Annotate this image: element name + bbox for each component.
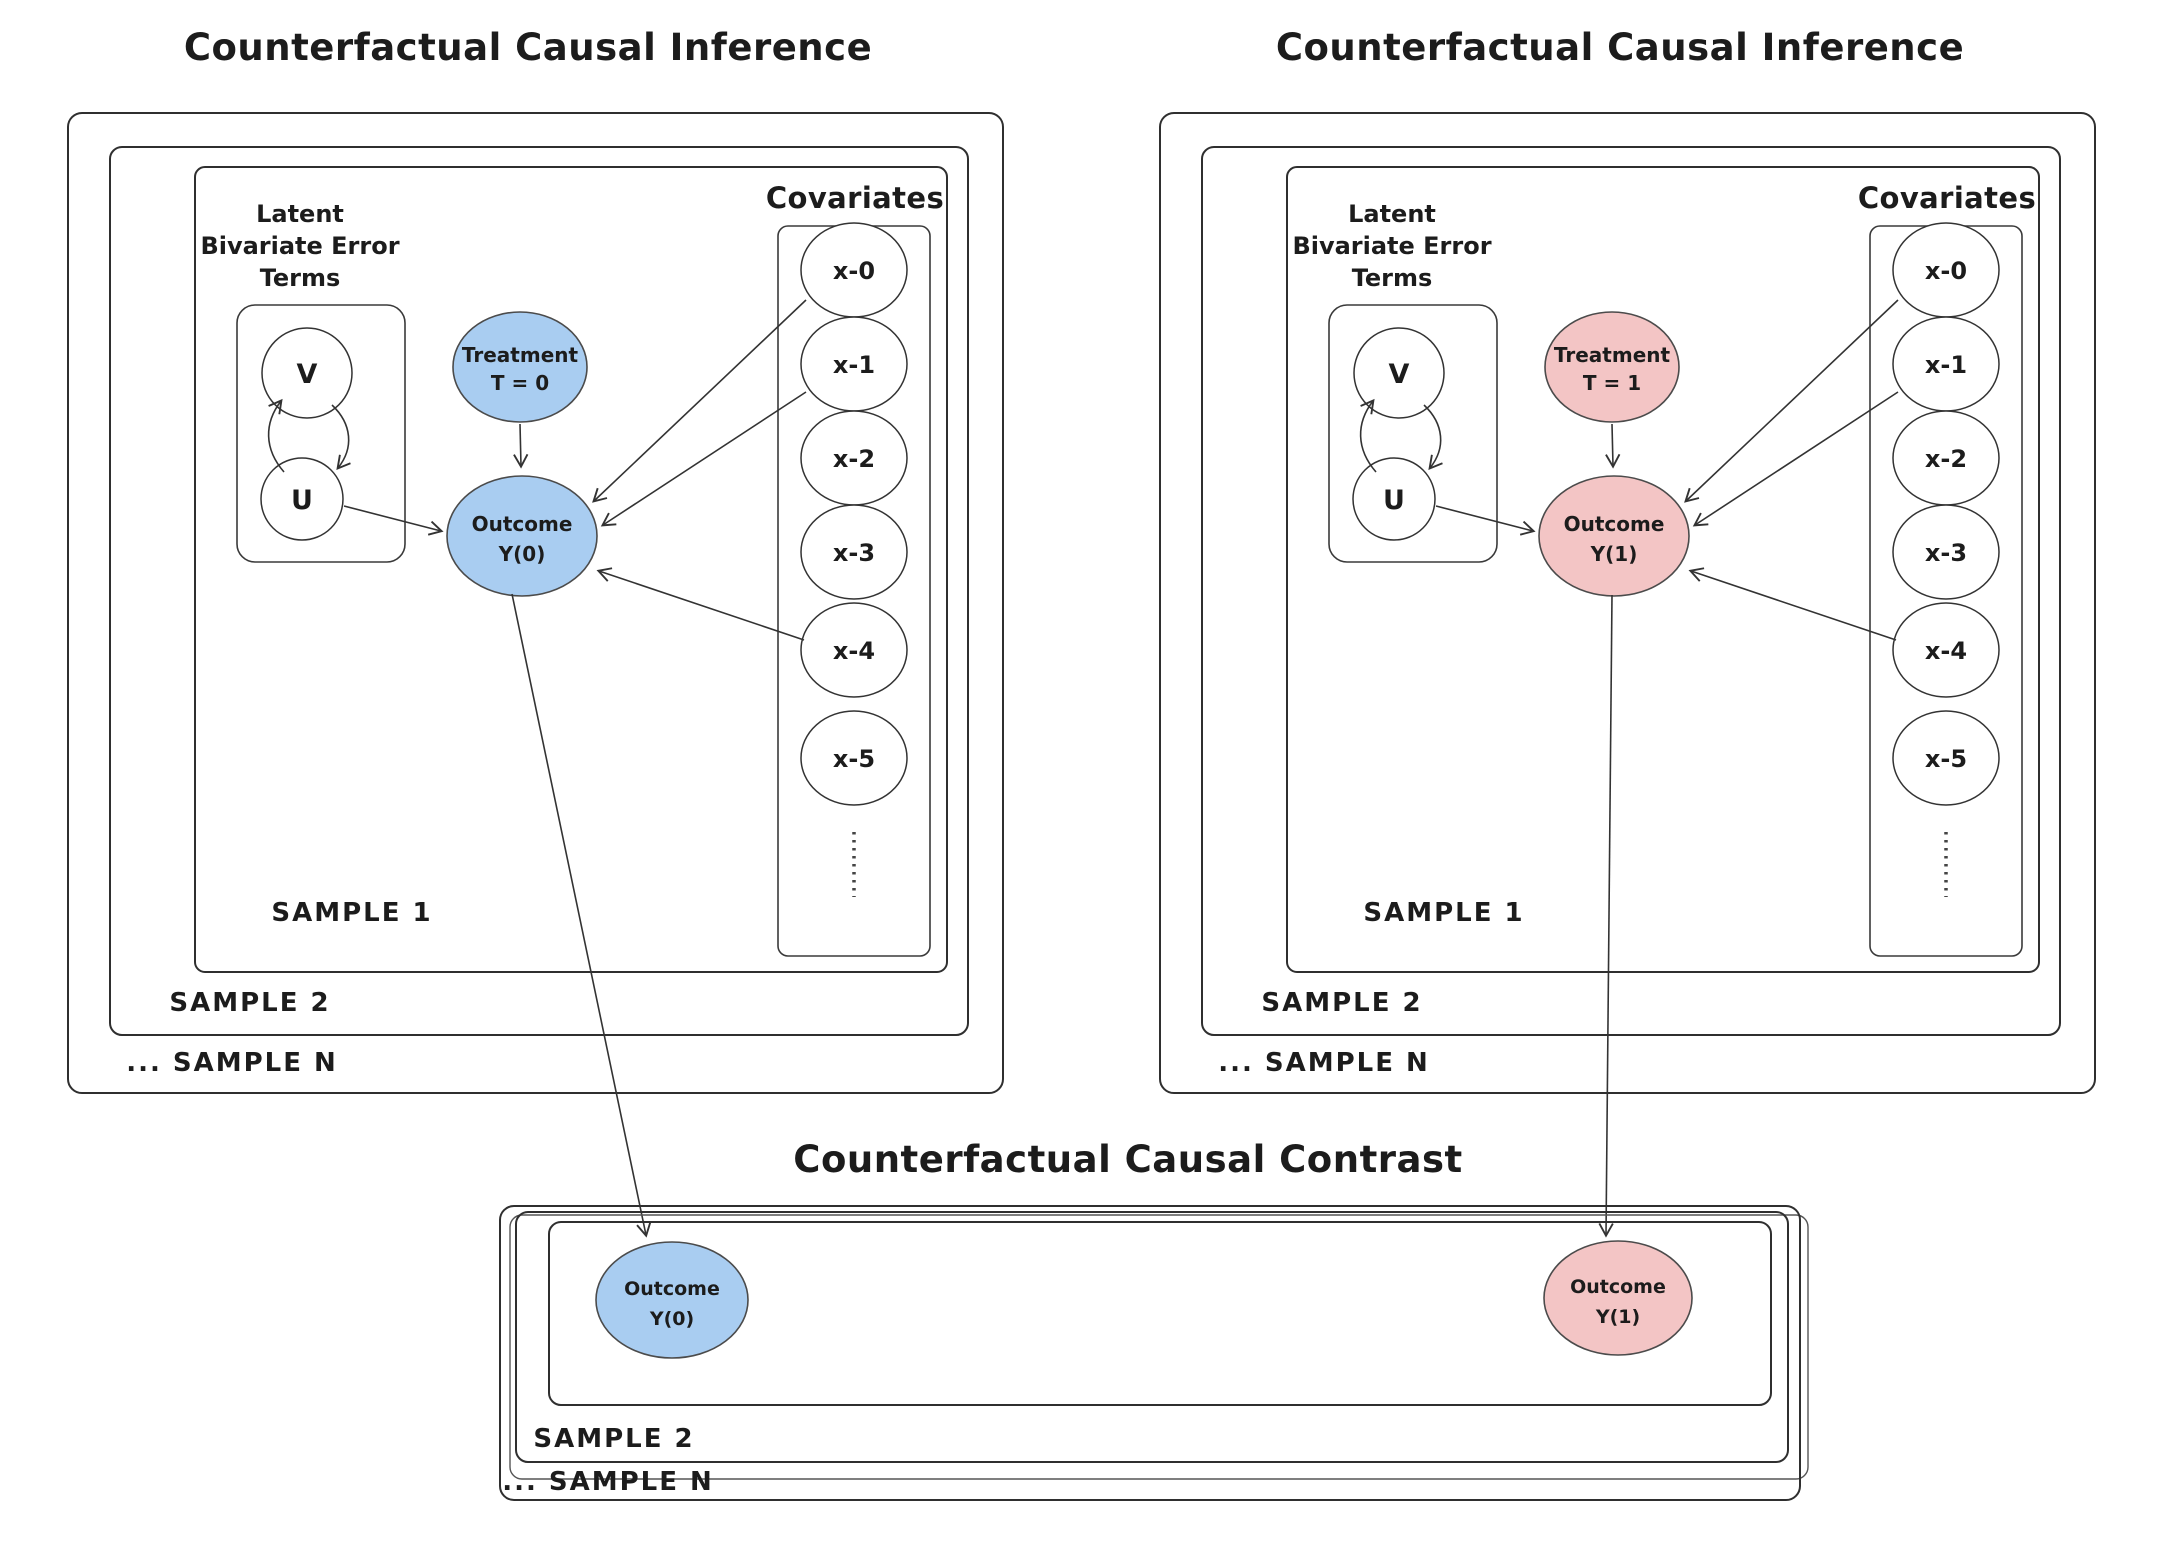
left-covariate-x2-label: x-2: [833, 445, 875, 473]
left-sample-2-box: [109, 146, 969, 1036]
arrow-right-outcome-to-contrast: [1598, 594, 1614, 1238]
left-arrow-u-to-v: [267, 398, 285, 473]
right-node-u: [1352, 457, 1436, 541]
left-arrow-u-to-outcome: [343, 505, 444, 536]
right-covariates-title: Covariates: [1858, 181, 2036, 215]
right-arrow-treatment-to-outcome: [1605, 423, 1621, 469]
right-node-v-label: V: [1389, 359, 1410, 390]
right-treatment-label-line1: Treatment: [1554, 343, 1671, 367]
left-covariate-x5: [800, 710, 908, 806]
left-treatment-node: [452, 311, 588, 423]
right-arrow-x4-to-outcome: [1688, 567, 1897, 641]
left-outcome-label-line2: Y(0): [498, 542, 546, 566]
right-covariate-x4-label: x-4: [1925, 637, 1967, 665]
right-node-v: [1353, 327, 1445, 419]
contrast-outcome-control-node: [595, 1241, 749, 1359]
right-sample-1-label: SAMPLE 1: [1363, 898, 1524, 928]
contrast-sample-n-label: ... SAMPLE N: [502, 1467, 714, 1497]
contrast-sample-2-box: [515, 1211, 1789, 1463]
right-covariate-x2-label: x-2: [1925, 445, 1967, 473]
left-covariate-x0-label: x-0: [833, 257, 875, 285]
contrast-outcome-treated-node: [1543, 1240, 1693, 1356]
contrast-outcome-control-line1: Outcome: [624, 1278, 720, 1300]
right-sample-n-label: ... SAMPLE N: [1218, 1048, 1430, 1078]
left-latent-box: [236, 304, 406, 563]
right-sample-n-box: [1159, 112, 2096, 1094]
left-latent-title-line3: Terms: [260, 264, 341, 292]
left-outcome-label-line1: Outcome: [472, 512, 573, 536]
left-panel: Counterfactual Causal Inference Latent B…: [67, 26, 1004, 1094]
left-sample-1-box: [194, 166, 948, 973]
contrast-sample-n-box: [499, 1205, 1801, 1501]
left-covariate-x4: [800, 602, 908, 698]
left-covariates-title: Covariates: [766, 181, 944, 215]
left-treatment-label-line2: T = 0: [491, 371, 549, 395]
right-covariate-x4: [1892, 602, 2000, 698]
right-sample-2-label: SAMPLE 2: [1261, 988, 1422, 1018]
left-covariate-x1-label: x-1: [833, 351, 875, 379]
right-outcome-label-line1: Outcome: [1564, 512, 1665, 536]
left-node-u: [260, 457, 344, 541]
contrast-sample-1-box: [548, 1221, 1772, 1406]
left-arrow-x1-to-outcome: [600, 391, 807, 527]
left-panel-title: Counterfactual Causal Inference: [184, 26, 872, 69]
right-panel-title: Counterfactual Causal Inference: [1276, 26, 1964, 69]
left-latent-title-line1: Latent: [256, 200, 344, 228]
right-outcome-label-line2: Y(1): [1590, 542, 1638, 566]
left-covariate-x4-label: x-4: [833, 637, 875, 665]
left-arrow-v-to-u: [331, 404, 351, 471]
left-sample-2-label: SAMPLE 2: [169, 988, 330, 1018]
right-arrow-x1-to-outcome: [1692, 391, 1899, 527]
left-sample-n-box: [67, 112, 1004, 1094]
left-node-v-label: V: [297, 359, 318, 390]
contrast-panel: Counterfactual Causal Contrast Outcome Y…: [499, 1138, 1809, 1501]
right-covariate-x1-label: x-1: [1925, 351, 1967, 379]
left-outcome-node: [446, 475, 598, 597]
right-covariate-x5: [1892, 710, 2000, 806]
right-latent-title-line3: Terms: [1352, 264, 1433, 292]
right-covariate-x3-label: x-3: [1925, 539, 1967, 567]
left-sample-n-label: ... SAMPLE N: [126, 1048, 338, 1078]
right-treatment-node: [1544, 311, 1680, 423]
left-arrow-x0-to-outcome: [592, 299, 807, 503]
left-covariate-x5-label: x-5: [833, 745, 875, 773]
left-node-v: [261, 327, 353, 419]
left-treatment-label-line1: Treatment: [462, 343, 579, 367]
right-covariate-x0-label: x-0: [1925, 257, 1967, 285]
left-covariate-x3-label: x-3: [833, 539, 875, 567]
right-arrow-u-to-v: [1359, 398, 1377, 473]
right-covariate-x3: [1892, 504, 2000, 600]
right-latent-title-line2: Bivariate Error: [1292, 232, 1491, 260]
right-arrow-v-to-u: [1423, 404, 1443, 471]
right-node-u-label: U: [1383, 485, 1405, 516]
left-covariate-x3: [800, 504, 908, 600]
left-arrow-x4-to-outcome: [596, 567, 805, 641]
contrast-outcome-treated-line2: Y(1): [1595, 1306, 1640, 1328]
right-latent-box: [1328, 304, 1498, 563]
arrow-left-outcome-to-contrast: [511, 593, 652, 1238]
contrast-panel-title: Counterfactual Causal Contrast: [793, 1138, 1462, 1181]
contrast-sample-2-label: SAMPLE 2: [533, 1424, 694, 1454]
left-sample-1-label: SAMPLE 1: [271, 898, 432, 928]
right-covariate-x5-label: x-5: [1925, 745, 1967, 773]
right-outcome-node: [1538, 475, 1690, 597]
right-panel: Counterfactual Causal Inference Latent B…: [1159, 26, 2096, 1094]
right-sample-1-box: [1286, 166, 2040, 973]
right-latent-title-line1: Latent: [1348, 200, 1436, 228]
contrast-outcome-control-line2: Y(0): [649, 1308, 694, 1330]
contrast-offset-box: [509, 1214, 1809, 1480]
right-sample-2-box: [1201, 146, 2061, 1036]
right-arrow-x0-to-outcome: [1684, 299, 1899, 503]
contrast-outcome-treated-line1: Outcome: [1570, 1276, 1666, 1298]
left-arrow-treatment-to-outcome: [513, 423, 529, 469]
right-arrow-u-to-outcome: [1435, 505, 1536, 536]
left-node-u-label: U: [291, 485, 313, 516]
left-latent-title-line2: Bivariate Error: [200, 232, 399, 260]
right-treatment-label-line2: T = 1: [1583, 371, 1641, 395]
